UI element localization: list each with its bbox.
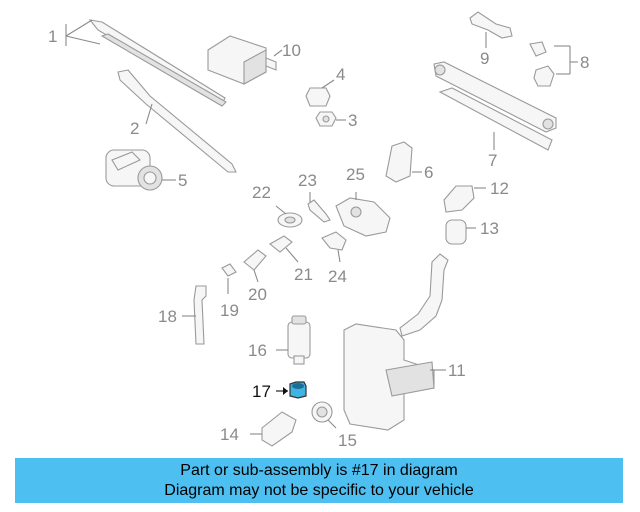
callout-9: 9 [480, 49, 489, 68]
part-2-wiper-arm [117, 69, 237, 173]
callout-11: 11 [448, 361, 466, 380]
part-21-connector [269, 235, 299, 263]
part-14-pump-motor [250, 411, 297, 447]
part-7-wiper-linkage [433, 61, 557, 151]
callout-23: 23 [298, 171, 317, 190]
callout-4: 4 [336, 65, 345, 84]
part-10-control-module [207, 35, 283, 85]
callout-2: 2 [130, 119, 139, 138]
part-17-grommet-highlighted [276, 381, 307, 399]
part-6-bracket [385, 141, 422, 183]
part-9-bracket [469, 11, 513, 48]
callout-19: 19 [220, 301, 239, 320]
callout-7: 7 [488, 151, 497, 170]
callout-6: 6 [424, 163, 433, 182]
part-13-filler-neck [445, 219, 476, 245]
part-15-seal-ring [311, 401, 337, 429]
callout-10: 10 [282, 41, 301, 60]
part-20-nozzle [243, 249, 267, 283]
part-23-hose-connector [307, 192, 331, 223]
callout-17: 17 [252, 382, 271, 401]
part-8-clips [529, 41, 578, 87]
part-12-washer-cap [443, 185, 486, 213]
part-25-pump-housing [335, 192, 391, 237]
callout-5: 5 [178, 171, 187, 190]
part-5-wiper-motor [105, 149, 176, 191]
callout-16: 16 [248, 341, 267, 360]
part-24-clip [321, 231, 347, 263]
callout-18: 18 [158, 307, 177, 326]
part-16-washer-pump [276, 315, 311, 365]
part-1-wiper-blade [65, 19, 227, 107]
part-19-fitting [221, 263, 237, 294]
parts-diagram: 1 2 3 4 5 6 7 8 9 10 11 12 13 14 15 16 1… [48, 11, 589, 450]
callout-21: 21 [294, 265, 313, 284]
callout-14: 14 [220, 425, 239, 444]
callout-24: 24 [328, 267, 347, 286]
part-11-washer-reservoir [343, 253, 449, 431]
callout-13: 13 [480, 219, 499, 238]
part-22-grommet [275, 205, 303, 228]
callout-20: 20 [248, 285, 267, 304]
callout-8: 8 [580, 53, 589, 72]
callout-12: 12 [490, 179, 509, 198]
callout-25: 25 [346, 165, 365, 184]
part-18-hose [182, 285, 207, 345]
banner-line-disclaimer: Diagram may not be specific to your vehi… [164, 482, 474, 499]
callout-22: 22 [252, 183, 271, 202]
callout-3: 3 [348, 111, 357, 130]
banner-line-part-number: Part or sub-assembly is #17 in diagram [180, 462, 458, 479]
callout-15: 15 [338, 431, 357, 450]
callout-1: 1 [48, 27, 57, 46]
part-3-nut [315, 111, 346, 127]
part-4-cap [305, 79, 335, 107]
info-banner: Part or sub-assembly is #17 in diagram D… [15, 458, 623, 503]
